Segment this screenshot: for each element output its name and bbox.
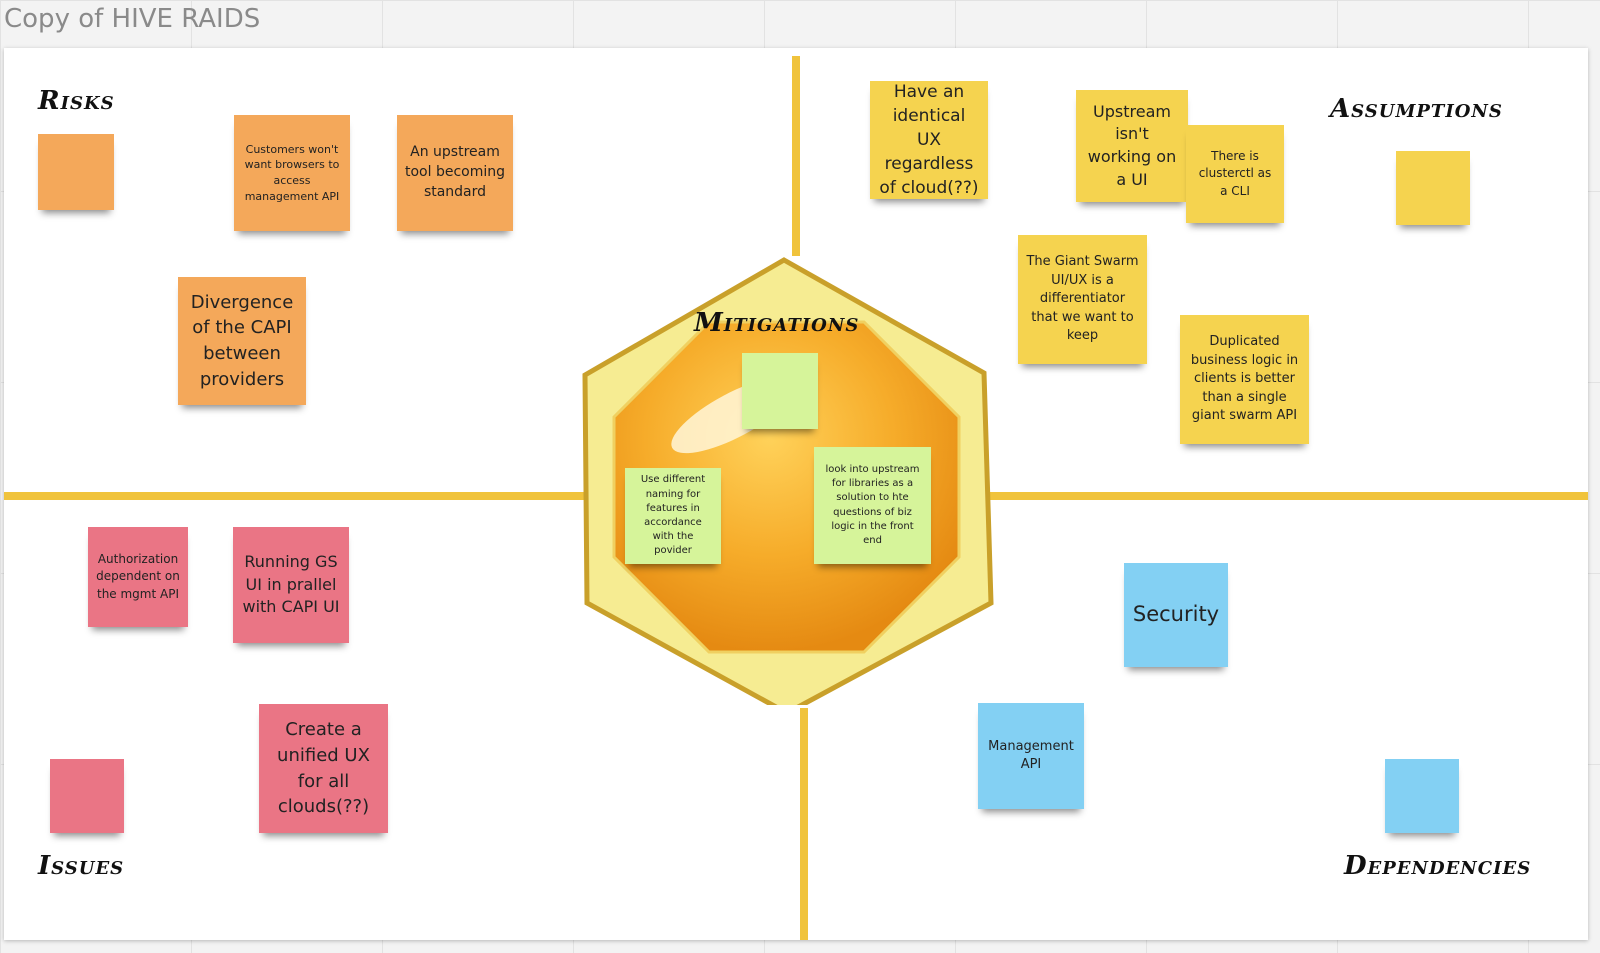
sticky-note-risk[interactable]: Customers won't want browsers to access … (234, 115, 350, 231)
sticky-note-mitigation[interactable]: Use different naming for features in acc… (625, 468, 721, 564)
sticky-note-dependency[interactable]: Management API (978, 703, 1084, 809)
sticky-note-assumption[interactable]: Upstream isn't working on a UI (1076, 90, 1188, 202)
sticky-note-mitigation-empty[interactable] (742, 353, 818, 429)
heading-issues: Issues (38, 851, 125, 881)
honeycomb-icon (582, 257, 994, 705)
sticky-note-risk[interactable]: An upstream tool becoming standard (397, 115, 513, 231)
heading-assumptions: Assumptions (1330, 94, 1503, 124)
vertical-divider-top (792, 56, 800, 256)
sticky-note-mitigation[interactable]: look into upstream for libraries as a so… (814, 447, 931, 564)
sticky-note-assumption[interactable]: Have an identical UX regardless of cloud… (870, 81, 988, 199)
sticky-note-dependency[interactable]: Security (1124, 563, 1228, 667)
sticky-note-issue-empty[interactable] (50, 759, 124, 833)
sticky-note-issue[interactable]: Create a unified UX for all clouds(??) (259, 704, 388, 833)
sticky-note-issue[interactable]: Running GS UI in prallel with CAPI UI (233, 527, 349, 643)
vertical-divider-bottom (800, 708, 808, 940)
sticky-note-assumption[interactable]: Duplicated business logic in clients is … (1180, 315, 1309, 444)
sticky-note-risk[interactable]: Divergence of the CAPI between providers (178, 277, 306, 405)
heading-mitigations: Mitigations (694, 308, 860, 338)
sticky-note-assumption[interactable]: There is clusterctl as a CLI (1186, 125, 1284, 223)
heading-dependencies: Dependencies (1344, 851, 1532, 881)
sticky-note-dependency-empty[interactable] (1385, 759, 1459, 833)
mitigations-hexagon (579, 245, 999, 705)
sticky-note-assumption[interactable]: The Giant Swarm UI/UX is a differentiato… (1018, 235, 1147, 364)
raids-board[interactable]: Risks Assumptions Issues Dependencies Mi… (4, 48, 1588, 940)
board-title: Copy of HIVE RAIDS (4, 4, 261, 34)
sticky-note-risk-empty[interactable] (38, 134, 114, 210)
sticky-note-issue[interactable]: Authorization dependent on the mgmt API (88, 527, 188, 627)
sticky-note-assumption-empty[interactable] (1396, 151, 1470, 225)
heading-risks: Risks (38, 86, 115, 116)
